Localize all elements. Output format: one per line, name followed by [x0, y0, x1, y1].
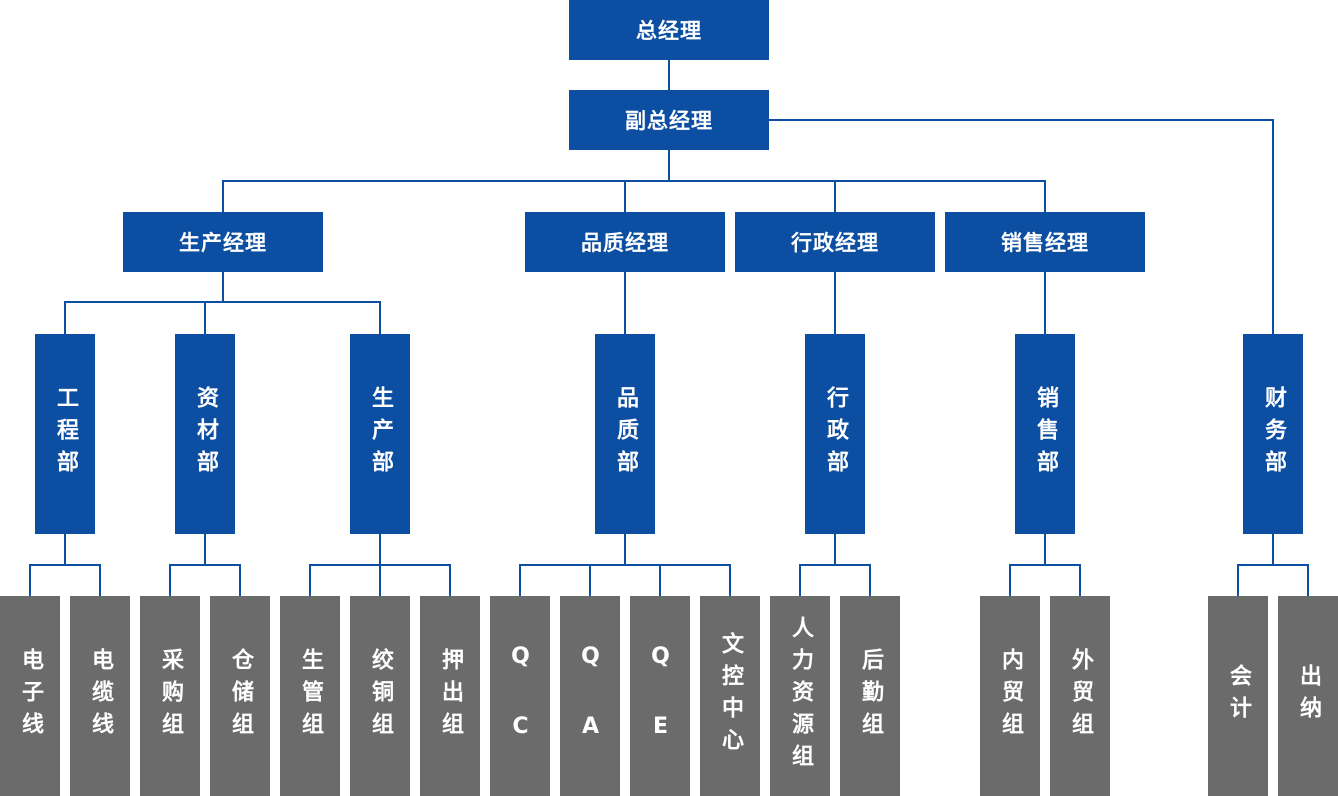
logistics-team-label: 后勤组	[858, 648, 883, 744]
stranded-copper-team-box: 绞铜组	[350, 596, 410, 796]
admin-department-label: 行政部	[823, 386, 848, 482]
qa-team-box: Q A	[560, 596, 620, 796]
accounting-team-label: 会计	[1226, 664, 1251, 728]
finance-department-label: 财务部	[1261, 386, 1286, 482]
document-control-center-label: 文控中心	[718, 632, 743, 760]
engineering-department-label: 工程部	[53, 386, 78, 482]
production-manager-label: 生产经理	[179, 231, 267, 255]
finance-department-box: 财务部	[1243, 334, 1303, 534]
hr-team-box: 人力资源组	[770, 596, 830, 796]
purchasing-team-box: 采购组	[140, 596, 200, 796]
domestic-trade-team-label: 内贸组	[998, 648, 1023, 744]
general-manager-box: 总经理	[569, 0, 769, 60]
domestic-trade-team-box: 内贸组	[980, 596, 1040, 796]
extrusion-team-label: 押出组	[438, 648, 463, 744]
qc-team-label: Q C	[508, 643, 533, 749]
production-management-team-label: 生管组	[298, 648, 323, 744]
sales-manager-box: 销售经理	[945, 212, 1145, 272]
admin-manager-box: 行政经理	[735, 212, 935, 272]
document-control-center-box: 文控中心	[700, 596, 760, 796]
admin-manager-label: 行政经理	[791, 231, 879, 255]
qa-team-label: Q A	[578, 643, 603, 749]
cashier-team-box: 出纳	[1278, 596, 1338, 796]
deputy-general-manager-label: 副总经理	[625, 109, 713, 133]
qe-team-label: Q E	[648, 643, 673, 749]
electronic-wire-team-box: 电子线	[0, 596, 60, 796]
sales-department-label: 销售部	[1033, 386, 1058, 482]
hr-team-label: 人力资源组	[788, 616, 813, 776]
extrusion-team-box: 押出组	[420, 596, 480, 796]
electronic-wire-team-label: 电子线	[18, 648, 43, 744]
qc-team-box: Q C	[490, 596, 550, 796]
engineering-department-box: 工程部	[35, 334, 95, 534]
production-manager-box: 生产经理	[123, 212, 323, 272]
cable-wire-team-label: 电缆线	[88, 648, 113, 744]
production-department-box: 生产部	[350, 334, 410, 534]
admin-department-box: 行政部	[805, 334, 865, 534]
quality-manager-box: 品质经理	[525, 212, 725, 272]
production-department-label: 生产部	[368, 386, 393, 482]
cashier-team-label: 出纳	[1296, 664, 1321, 728]
materials-department-box: 资材部	[175, 334, 235, 534]
logistics-team-box: 后勤组	[840, 596, 900, 796]
sales-department-box: 销售部	[1015, 334, 1075, 534]
production-management-team-box: 生管组	[280, 596, 340, 796]
qe-team-box: Q E	[630, 596, 690, 796]
foreign-trade-team-label: 外贸组	[1068, 648, 1093, 744]
purchasing-team-label: 采购组	[158, 648, 183, 744]
materials-department-label: 资材部	[193, 386, 218, 482]
quality-manager-label: 品质经理	[581, 231, 669, 255]
sales-manager-label: 销售经理	[1001, 231, 1089, 255]
general-manager-label: 总经理	[636, 19, 702, 43]
warehouse-team-box: 仓储组	[210, 596, 270, 796]
stranded-copper-team-label: 绞铜组	[368, 648, 393, 744]
deputy-general-manager-box: 副总经理	[569, 90, 769, 150]
foreign-trade-team-box: 外贸组	[1050, 596, 1110, 796]
accounting-team-box: 会计	[1208, 596, 1268, 796]
quality-department-box: 品质部	[595, 334, 655, 534]
cable-wire-team-box: 电缆线	[70, 596, 130, 796]
warehouse-team-label: 仓储组	[228, 648, 253, 744]
quality-department-label: 品质部	[613, 386, 638, 482]
